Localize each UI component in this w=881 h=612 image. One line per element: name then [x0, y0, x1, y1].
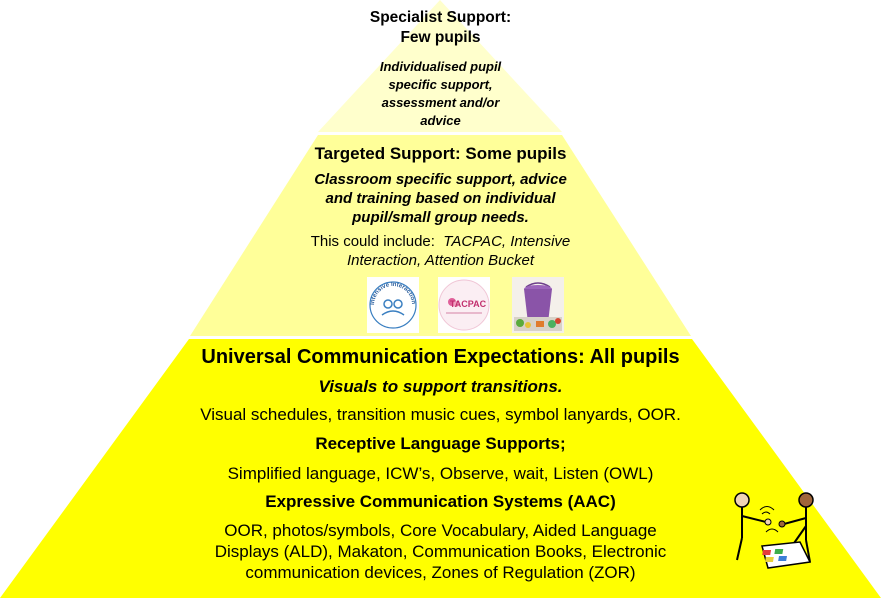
targeted-examples-items: Interaction, Attention Bucket [346, 252, 535, 269]
tier-targeted-shape [190, 135, 691, 336]
tacpac-logo-icon: TACPAC [438, 279, 490, 331]
expressive-detail-line: OOR, photos/symbols, Core Vocabulary, Ai… [224, 521, 657, 540]
targeted-examples: This could include: TACPAC, Intensive In… [250, 232, 631, 270]
specialist-desc-line: Individualised pupil [379, 59, 502, 74]
tier-specialist-shape [318, 0, 562, 132]
tacpac-logo: TACPAC [438, 277, 490, 333]
visuals-heading: Visuals to support transitions. [318, 377, 563, 396]
intensive-interaction-logo-text: Intensive Interaction [370, 282, 416, 305]
targeted-examples-items: TACPAC, Intensive [443, 233, 571, 250]
receptive-detail: Simplified language, ICW’s, Observe, wai… [227, 464, 654, 483]
intensive-interaction-logo: Intensive Interaction [367, 277, 419, 333]
expressive-detail: OOR, photos/symbols, Core Vocabulary, Ai… [140, 520, 741, 583]
receptive-heading: Receptive Language Supports; [315, 434, 566, 453]
specialist-desc-line: advice [420, 113, 461, 128]
targeted-title: Targeted Support: Some pupils [314, 144, 567, 163]
targeted-description: Classroom specific support, advice and t… [270, 170, 611, 227]
specialist-title: Specialist Support: Few pupils [300, 8, 581, 48]
visuals-detail: Visual schedules, transition music cues,… [200, 405, 681, 424]
targeted-desc-line: and training based on individual [325, 190, 556, 207]
expressive-detail-line: Displays (ALD), Makaton, Communication B… [214, 542, 667, 561]
intensive-interaction-logo-icon: Intensive Interaction [369, 281, 417, 329]
specialist-description: Individualised pupil specific support, a… [340, 58, 541, 130]
targeted-examples-prefix: This could include: [310, 233, 435, 250]
bucket-icon [512, 277, 564, 333]
attention-bucket-image [512, 277, 564, 333]
tier-universal-shape [0, 339, 881, 598]
specialist-desc-line: specific support, [388, 77, 493, 92]
specialist-title-line: Few pupils [400, 29, 481, 46]
svg-text:Intensive Interaction: Intensive Interaction [370, 282, 416, 305]
people-communicating-icon [734, 492, 814, 569]
expressive-heading: Expressive Communication Systems (AAC) [265, 492, 616, 511]
specialist-desc-line: assessment and/or [381, 95, 500, 110]
specialist-title-line: Specialist Support: [369, 9, 512, 26]
universal-title: Universal Communication Expectations: Al… [201, 346, 680, 368]
targeted-desc-line: Classroom specific support, advice [314, 171, 567, 188]
tacpac-logo-text: TACPAC [450, 299, 487, 309]
expressive-detail-line: communication devices, Zones of Regulati… [245, 563, 636, 582]
targeted-desc-line: pupil/small group needs. [352, 209, 529, 226]
